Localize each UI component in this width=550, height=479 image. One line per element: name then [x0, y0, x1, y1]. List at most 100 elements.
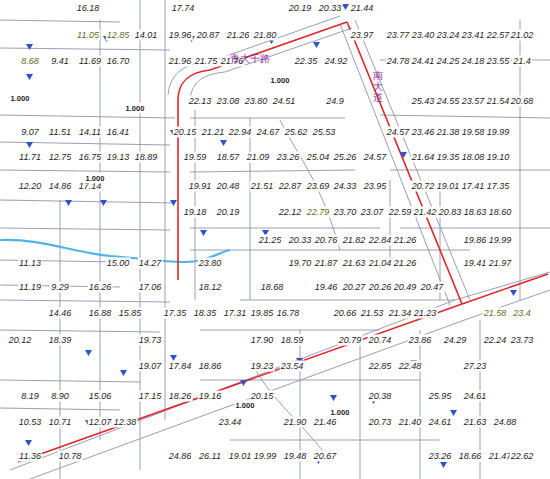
elevation-label: 23.77	[386, 30, 411, 41]
elevation-label: 16.70	[106, 56, 131, 67]
elevation-label: 19.23	[250, 361, 275, 372]
elevation-label: 18.89	[134, 152, 159, 163]
elevation-label: 14.86	[48, 181, 73, 192]
elevation-label: 23.26	[276, 152, 301, 163]
elevation-label: 23.95	[363, 181, 388, 192]
elevation-label: 20.48	[216, 181, 241, 192]
elevation-label: 21.38	[436, 127, 461, 138]
elevation-label: 11.71	[18, 152, 42, 163]
elevation-label: 23.4	[512, 308, 532, 319]
elevation-label: 20.38	[368, 391, 393, 402]
elevation-label: 23.07	[360, 207, 385, 218]
elevation-label: 19.07	[138, 361, 163, 372]
elevation-label: 24.25	[436, 56, 461, 67]
elevation-label: 17.15	[138, 391, 163, 402]
elevation-label: 23.44	[218, 417, 243, 428]
elevation-label: 20.47	[420, 282, 445, 293]
elevation-label: 23.97	[350, 30, 375, 41]
elevation-label: 14.46	[48, 308, 73, 319]
elevation-label: 10.78	[58, 451, 83, 462]
road-name: 青大干路	[229, 53, 271, 64]
elevation-label: 23.08	[216, 96, 241, 107]
elevation-label: 19.16	[198, 391, 223, 402]
elevation-label: 21.4	[512, 56, 532, 67]
elevation-label: 20.66	[333, 308, 358, 319]
elevation-label: 25.95	[428, 391, 453, 402]
elevation-label: 23.69	[306, 181, 331, 192]
elevation-label: 22.57	[486, 30, 511, 41]
elevation-label: 20.79	[338, 335, 363, 346]
elevation-label: 18.60	[488, 207, 513, 218]
elevation-label: 24.57	[363, 152, 388, 163]
pipe-label: 1.000	[330, 407, 351, 418]
elevation-label: 10.71	[48, 417, 73, 428]
pipe-label: 1.000	[125, 103, 146, 114]
elevation-label: 20.15	[173, 127, 198, 138]
elevation-label: 21.80	[253, 30, 278, 41]
elevation-label: 19.18	[183, 207, 208, 218]
elevation-label: 25.26	[333, 152, 358, 163]
elevation-label: 22.35	[294, 56, 319, 67]
elevation-label: 19.99	[486, 127, 511, 138]
elevation-label: 19.01	[436, 181, 461, 192]
elevation-label: 22.85	[368, 361, 393, 372]
elevation-label: 25.53	[312, 127, 337, 138]
elevation-label: 21.40	[398, 417, 423, 428]
elevation-label: 23.24	[436, 30, 461, 41]
elevation-label: 19.73	[138, 335, 163, 346]
elevation-label: 20.27	[342, 282, 367, 293]
elevation-label: 15.06	[88, 391, 113, 402]
elevation-label: 21.51	[250, 181, 275, 192]
elevation-label: 19.10	[486, 152, 511, 163]
elevation-label: 26.11	[198, 451, 222, 462]
elevation-label: 21.04	[368, 258, 393, 269]
elevation-label: 14.27	[138, 258, 163, 269]
elevation-label: 24.88	[493, 417, 518, 428]
elevation-label: 12.20	[18, 181, 43, 192]
elevation-label: 21.09	[246, 152, 271, 163]
elevation-label: 22.84	[368, 235, 393, 246]
elevation-label: 21.42	[413, 207, 438, 218]
elevation-label: 18.12	[198, 282, 223, 293]
elevation-label: 16.78	[276, 308, 301, 319]
elevation-label: 8.90	[50, 391, 70, 402]
elevation-label: 17.84	[168, 361, 193, 372]
elevation-label: 22.24	[483, 335, 508, 346]
elevation-label: 20.83	[438, 207, 463, 218]
elevation-label: 17.35	[486, 181, 511, 192]
elevation-label: 16.88	[88, 308, 113, 319]
elevation-label: 21.96	[168, 56, 193, 67]
elevation-label: 16.18	[76, 3, 101, 14]
elevation-label: 17.41	[461, 181, 486, 192]
elevation-label: 19.91	[188, 181, 213, 192]
pipe-label: 1.000	[85, 173, 106, 184]
elevation-label: 20.12	[8, 335, 33, 346]
elevation-label: 20.74	[368, 335, 393, 346]
elevation-label: 18.86	[198, 361, 223, 372]
elevation-label: 12.85	[106, 30, 131, 41]
elevation-label: 20.76	[314, 235, 339, 246]
elevation-label: 24.61	[428, 417, 453, 428]
elevation-label: 20.67	[313, 451, 338, 462]
elevation-label: 24.51	[272, 96, 297, 107]
elevation-label: 21.26	[226, 30, 251, 41]
elevation-label: 19.99	[253, 451, 278, 462]
elevation-label: 11.19	[18, 282, 42, 293]
elevation-label: 19.35	[436, 152, 461, 163]
elevation-label: 10.53	[18, 417, 43, 428]
elevation-label: 18.66	[458, 451, 483, 462]
elevation-label: 14.01	[134, 30, 159, 41]
elevation-label: 22.13	[188, 96, 213, 107]
elevation-label: 23.80	[198, 258, 223, 269]
elevation-label: 19.70	[288, 258, 313, 269]
elevation-label: 23.80	[244, 96, 269, 107]
elevation-label: 12.75	[48, 152, 73, 163]
elevation-label: 19.48	[283, 451, 308, 462]
elevation-label: 14.11	[78, 127, 102, 138]
elevation-label: 11.36	[18, 451, 42, 462]
elevation-label: 21.87	[314, 258, 339, 269]
elevation-label: 22.94	[228, 127, 253, 138]
elevation-label: 21.58	[483, 308, 508, 319]
elevation-label: 18.63	[463, 207, 488, 218]
elevation-label: 24.92	[324, 56, 349, 67]
